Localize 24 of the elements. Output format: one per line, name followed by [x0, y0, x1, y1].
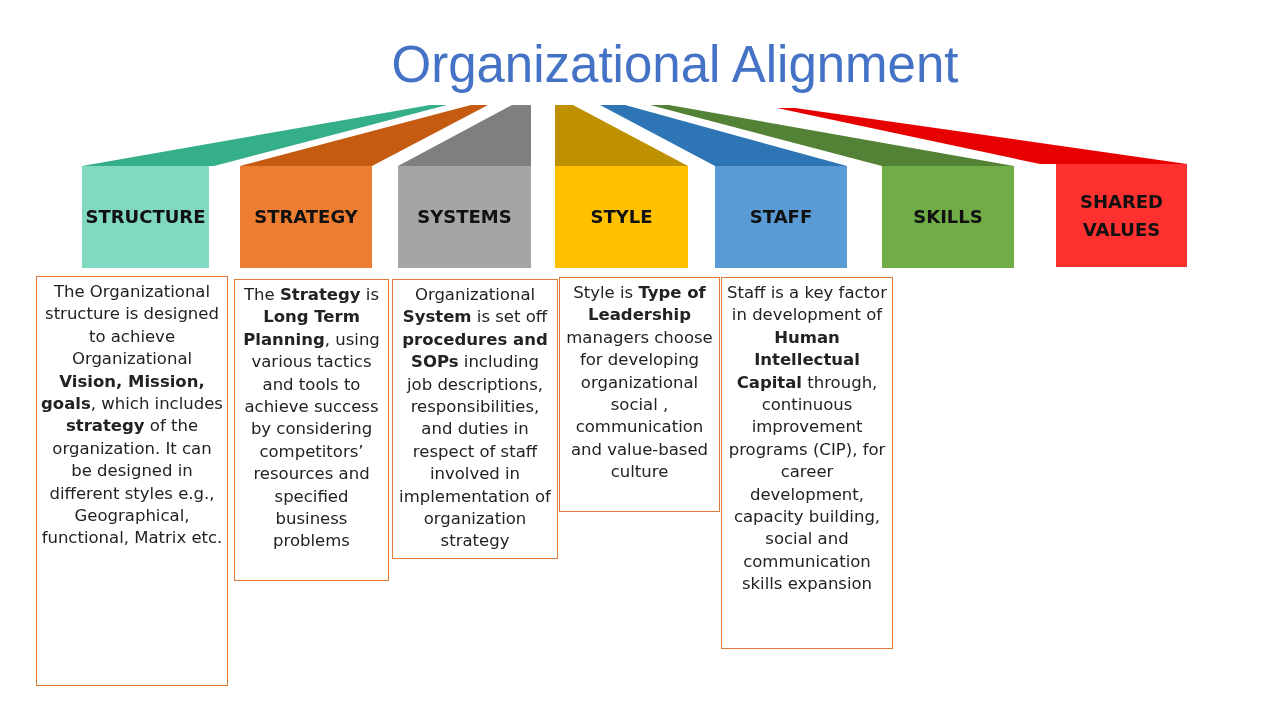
slide-title: Organizational Alignment [390, 35, 960, 95]
category-label: STRUCTURE [85, 205, 206, 229]
category-box [1056, 164, 1187, 267]
description-text: Staff is a key factor in development of Human Intellectual Capital through, continuous improvement programs (CIP), for career development, capacity building, social and communication skills expansion [726, 282, 888, 596]
description-text: Style is Type of Leadership managers choose for developing organizational social , communication and value-based culture [565, 282, 714, 484]
description-box [721, 277, 893, 649]
description-text: Organizational System is set off procedures and SOPs including job descriptions, responsibilities, and duties in respect of staff involved in implementation of organization strategy [398, 284, 552, 553]
category-label: STRATEGY [254, 205, 358, 229]
category-box [555, 166, 688, 268]
category-box [82, 166, 209, 268]
description-box [234, 279, 389, 581]
category-label: SYSTEMS [417, 205, 512, 229]
category-label: STYLE [590, 205, 653, 229]
category-label: SKILLS [913, 205, 983, 229]
description-text: The Strategy is Long Term Planning, using various tactics and tools to achieve success by considering competitors’ resources and specified business problems [242, 284, 381, 553]
category-box [715, 166, 847, 268]
description-box [559, 277, 720, 512]
description-text: The Organizational structure is designed to achieve Organizational Vision, Mission, goals, which includes strategy of the organization. It can be designed in different styles e.g., Geographical, functional, Matrix etc. [41, 281, 223, 550]
category-label: STAFF [749, 205, 813, 229]
category-box [398, 166, 531, 268]
category-box [882, 166, 1014, 268]
description-box [36, 276, 228, 686]
category-box [240, 166, 372, 268]
category-label: SHARED VALUES [1078, 189, 1165, 242]
